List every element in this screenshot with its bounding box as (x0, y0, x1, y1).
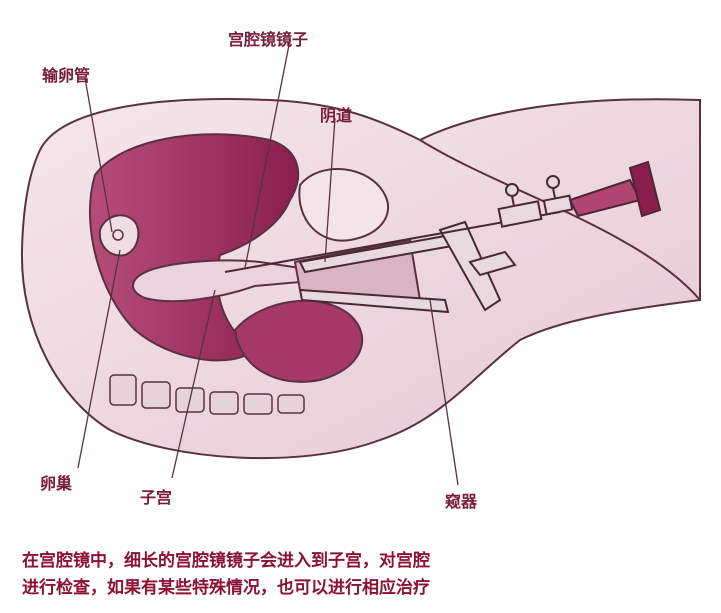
anatomy-diagram (20, 39, 701, 486)
rectum (233, 299, 364, 383)
bladder (298, 168, 390, 242)
label-hysteroscope-lens: 宫腔镜镜子 (228, 30, 309, 49)
caption: 在宫腔镜中，细长的宫腔镜镜子会进入到子宫，对宫腔 进行检查，如果有某些特殊情况，… (22, 548, 702, 602)
label-vagina: 阴道 (320, 106, 353, 125)
caption-line-2: 进行检查，如果有某些特殊情况，也可以进行相应治疗 (22, 578, 430, 598)
label-fallopian-tube: 输卵管 (42, 66, 91, 85)
uterine-cavity (132, 259, 301, 303)
leader-lines (77, 39, 459, 486)
label-uterus: 子宫 (140, 488, 173, 507)
thigh-outline (419, 139, 701, 301)
hysteroscope-instrument (224, 160, 662, 273)
label-ovary: 卵巢 (40, 474, 73, 493)
label-speculum: 窥器 (445, 492, 478, 511)
speculum-instrument (298, 220, 517, 314)
ovary-shape (98, 214, 140, 257)
caption-line-1: 在宫腔镜中，细长的宫腔镜镜子会进入到子宫，对宫腔 (22, 551, 430, 571)
sacrum (109, 374, 305, 415)
